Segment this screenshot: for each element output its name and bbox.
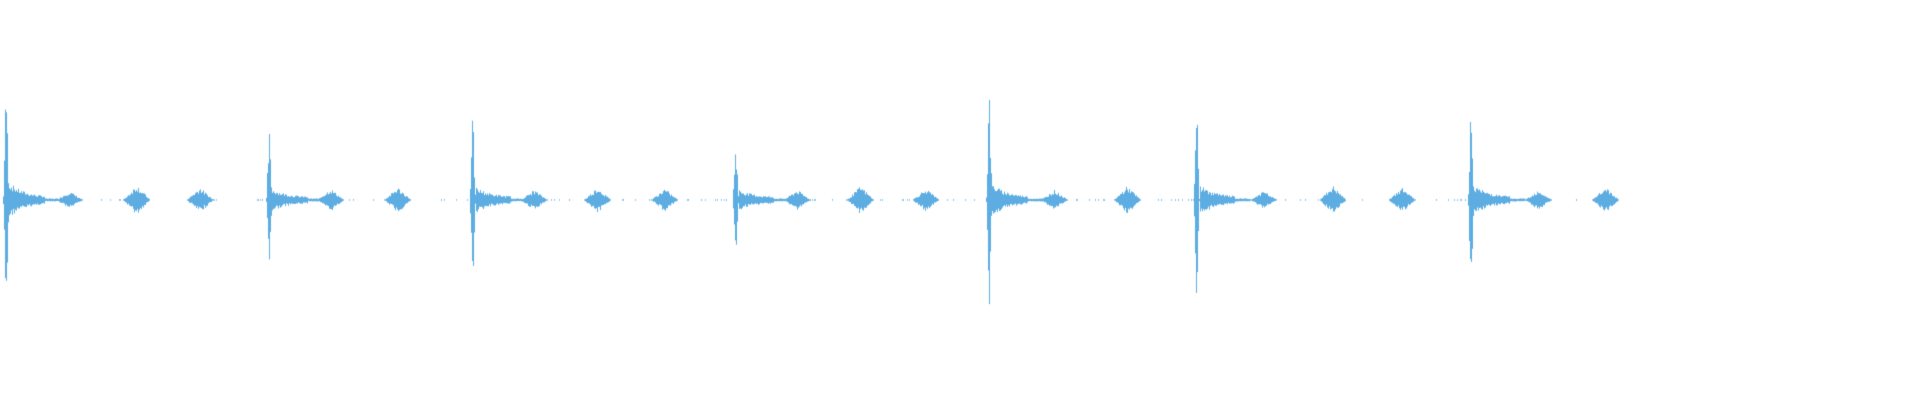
audio-waveform	[0, 0, 1920, 400]
